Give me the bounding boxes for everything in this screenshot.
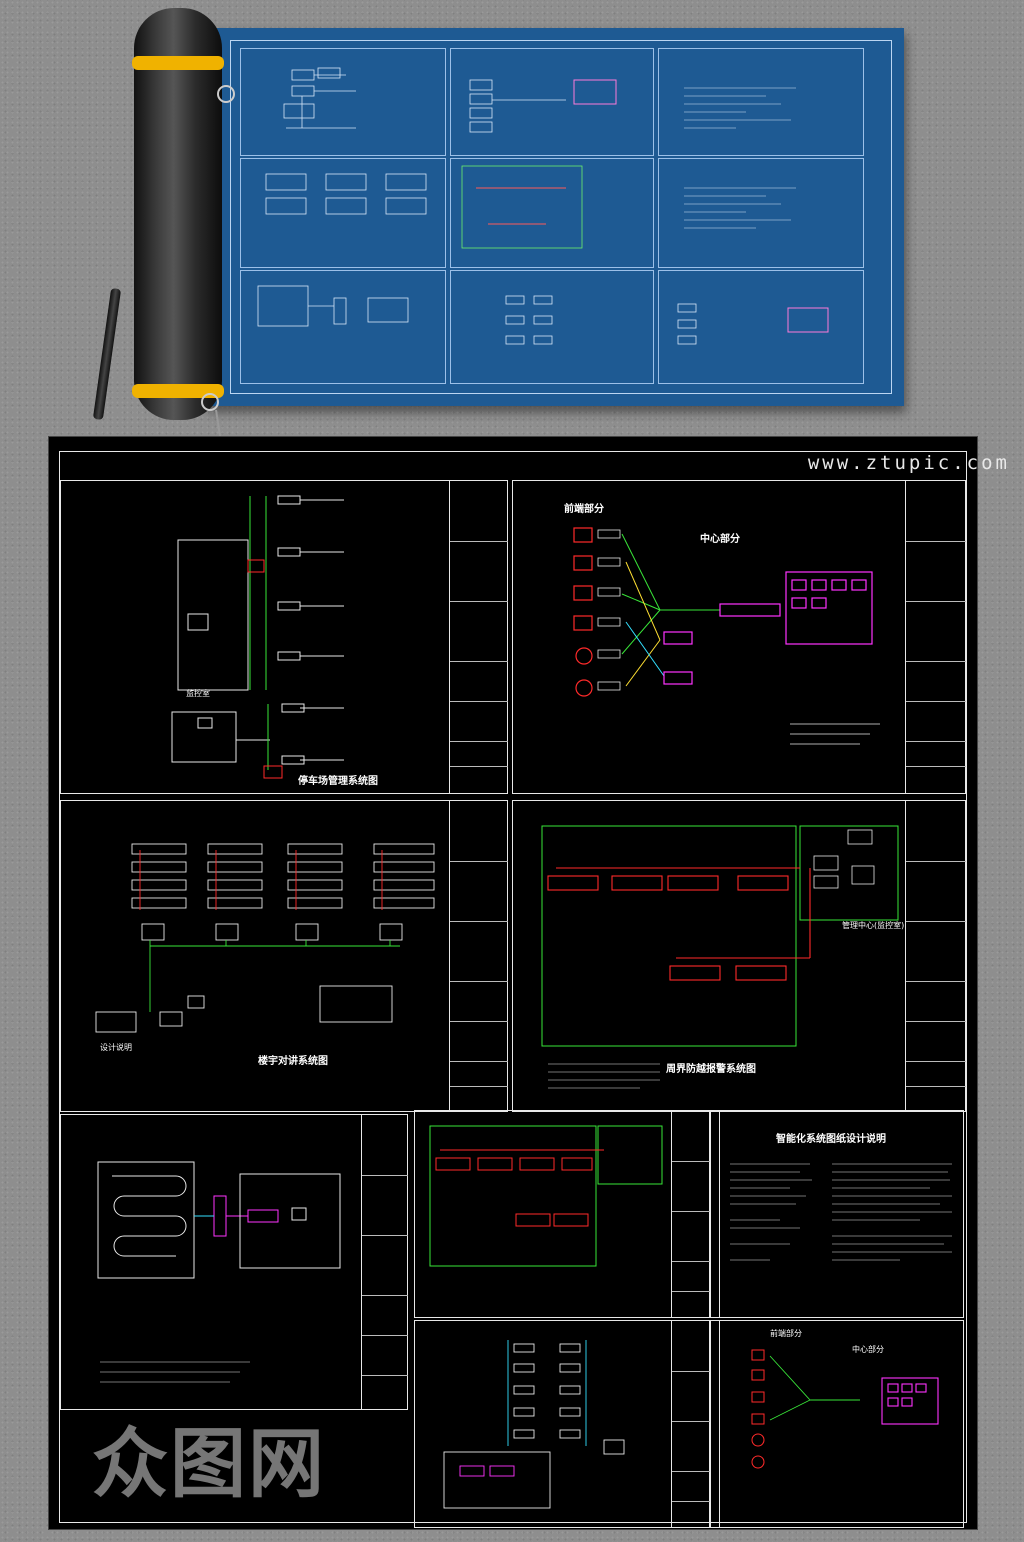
drawing-8-title-block xyxy=(671,1321,710,1527)
site-logo-watermark: 众图网 xyxy=(92,1419,326,1508)
blueprint-frame xyxy=(230,40,892,394)
drawing-4-title: 周界防越报警系统图 xyxy=(666,1064,756,1075)
drawing-7-frame xyxy=(710,1110,964,1318)
drawing-6-schematic xyxy=(429,1125,663,1267)
blueprint-thumb-8 xyxy=(450,270,654,384)
blueprint-thumb-6 xyxy=(658,158,864,268)
drawing-6-frame xyxy=(414,1110,710,1318)
drawing-2-right-label: 中心部分 xyxy=(700,534,740,545)
blueprint-thumb-5 xyxy=(450,158,654,268)
roll-band-top xyxy=(132,56,224,70)
blueprint-thumb-9 xyxy=(658,270,864,384)
roll-clips xyxy=(201,85,235,437)
drawing-7-title: 智能化系统图纸设计说明 xyxy=(776,1134,886,1145)
drawing-1-schematic xyxy=(171,495,344,779)
drawing-1-title: 停车场管理系统图 xyxy=(298,776,378,787)
drawing-4-center-label: 管理中心(监控室) xyxy=(842,921,905,930)
drawing-2-schematic xyxy=(573,527,880,745)
drawing-2-title-block xyxy=(905,481,966,793)
drawing-9-schematic xyxy=(751,1349,939,1469)
drawing-3-schematic xyxy=(95,843,435,1033)
drawing-4-frame xyxy=(512,800,966,1112)
drawing-7-text xyxy=(730,1163,952,1261)
blueprint-thumb-7 xyxy=(240,270,446,384)
drawing-2-left-label: 前端部分 xyxy=(564,504,604,515)
blueprint-thumb-1 xyxy=(240,48,446,156)
drawing-1-title-block xyxy=(449,481,508,793)
drawing-3-frame xyxy=(60,800,508,1112)
blueprint-sheet xyxy=(206,28,904,406)
drawing-3-title: 楼宇对讲系统图 xyxy=(258,1056,328,1067)
blueprint-roll xyxy=(132,8,224,420)
drawing-9-title-block xyxy=(711,1321,720,1527)
drawing-7-title-block xyxy=(711,1111,720,1317)
drawing-1-frame xyxy=(60,480,508,794)
site-watermark: www.ztupic.com xyxy=(807,452,1010,474)
blueprint-thumb-4 xyxy=(240,158,446,268)
drawing-1-label: 监控室 xyxy=(186,689,210,698)
drawing-5-schematic xyxy=(97,1161,341,1383)
drawing-5-title-block xyxy=(361,1115,408,1409)
drawing-2-frame xyxy=(512,480,966,794)
drawing-3-notes: 设计说明 xyxy=(100,1043,132,1052)
blueprint-thumb-2 xyxy=(450,48,654,156)
cad-sheet xyxy=(48,436,978,1530)
drawing-9-frame xyxy=(710,1320,964,1528)
blueprint-thumb-3 xyxy=(658,48,864,156)
drawing-9-left-label: 前端部分 xyxy=(770,1329,802,1338)
drawing-9-right-label: 中心部分 xyxy=(852,1345,884,1354)
drawing-8-frame xyxy=(414,1320,710,1528)
cad-outer-frame xyxy=(59,451,967,1523)
drawing-4-schematic xyxy=(541,825,899,1089)
drawing-5-frame xyxy=(60,1114,408,1410)
drawing-4-title-block xyxy=(905,801,966,1111)
drawing-3-title-block xyxy=(449,801,508,1111)
roll-band-bottom xyxy=(132,384,224,398)
blueprint-schematic-lines xyxy=(257,67,829,345)
drawing-6-title-block xyxy=(671,1111,710,1317)
drawing-8-schematic xyxy=(443,1340,625,1509)
